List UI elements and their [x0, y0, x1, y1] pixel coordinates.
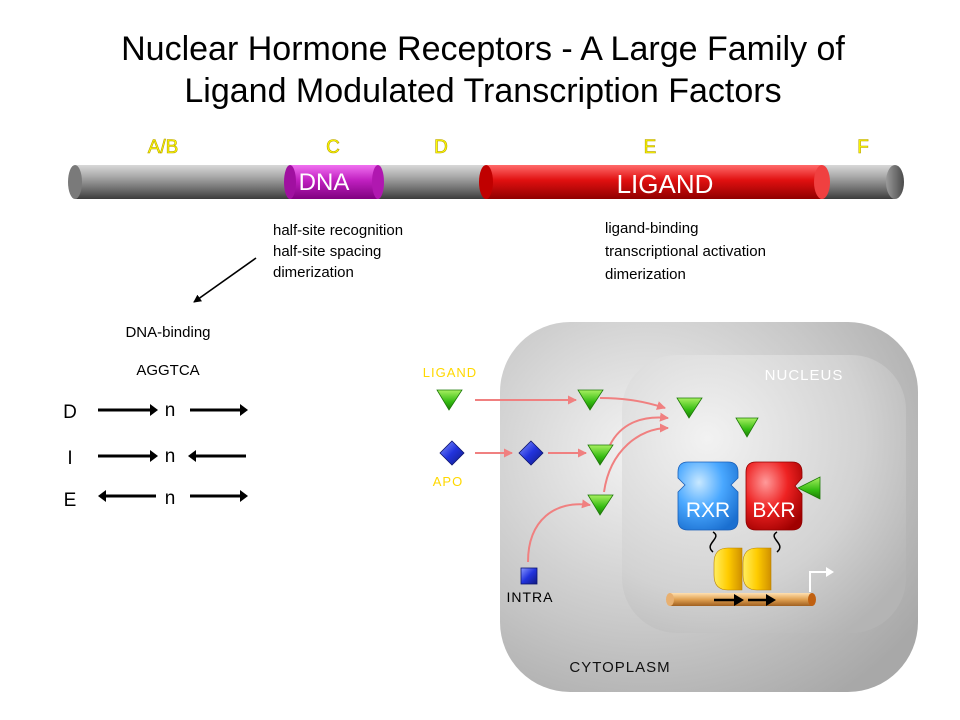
ligand-triangle-icon	[436, 389, 463, 411]
apo-diamond-icon	[518, 440, 544, 466]
rxr-receptor: RXR	[677, 461, 739, 531]
repeat-label: E	[64, 490, 77, 511]
ligand-function-item: ligand-binding	[605, 220, 698, 237]
bxr-linker	[773, 531, 781, 553]
apo-molecules	[439, 440, 544, 466]
dna-binding-heading: DNA-binding	[125, 324, 210, 341]
ligand-triangle-icon	[676, 397, 703, 419]
nuclear-import-arrow	[609, 412, 669, 446]
ligand-triangle-icon	[587, 444, 614, 466]
nuclear-import-arrow	[603, 423, 669, 493]
half-site-arrow-head	[240, 404, 248, 416]
bxr-label: BXR	[752, 499, 795, 522]
half-site-arrow-head	[240, 490, 248, 502]
half-site-arrow-head	[98, 490, 106, 502]
ligand-binding-domain: LIGAND	[479, 165, 830, 199]
pointer-arrow	[193, 257, 257, 303]
half-site-arrow-head	[188, 450, 196, 462]
repeat-label: I	[67, 448, 72, 469]
transport-arrows	[475, 395, 669, 563]
dna-binding-domain: DNA	[284, 165, 384, 199]
spacer-label: n	[165, 400, 176, 421]
domain-label-c: C	[326, 137, 340, 158]
dna-function-item: half-site spacing	[273, 243, 381, 260]
ligand-function-item: dimerization	[605, 266, 686, 283]
domain-label-ab: A/B	[148, 137, 179, 158]
transcription-start-icon	[809, 567, 834, 592]
cytoplasm-label: CYTOPLASM	[569, 659, 670, 676]
spacer-label: n	[165, 488, 176, 509]
consensus-sequence: AGGTCA	[136, 362, 199, 379]
repeat-inverted: I n	[67, 446, 246, 469]
ligand-molecules	[436, 389, 821, 516]
ligand-function-item: transcriptional activation	[605, 243, 766, 260]
title-line-1: Nuclear Hormone Receptors - A Large Fami…	[121, 30, 845, 68]
dna-binding-dimer	[713, 547, 772, 591]
domain-label-e: E	[644, 137, 657, 158]
dna-function-item: half-site recognition	[273, 222, 403, 239]
response-element-arrow-head	[734, 594, 744, 606]
intra-label: INTRA	[507, 589, 554, 605]
spacer-label: n	[165, 446, 176, 467]
nucleus-label: NUCLEUS	[765, 367, 844, 384]
repeat-label: D	[63, 402, 77, 423]
domain-label-d: D	[434, 137, 448, 158]
ligand-function-list: ligand-binding transcriptional activatio…	[605, 220, 766, 283]
bxr-receptor: BXR	[745, 461, 803, 531]
bound-ligand-triangle-icon	[797, 476, 821, 500]
repeat-everted: E n	[64, 488, 248, 511]
intra-binding-arrow	[527, 499, 591, 563]
dna-region-label: DNA	[299, 169, 350, 196]
dna-function-item: dimerization	[273, 264, 354, 281]
half-site-arrow-head	[150, 450, 158, 462]
ligand-region-label: LIGAND	[617, 169, 714, 199]
ligand-legend-label: LIGAND	[423, 365, 477, 380]
domain-label-f: F	[857, 137, 869, 158]
ligand-triangle-icon	[577, 389, 604, 411]
title-line-2: Ligand Modulated Transcription Factors	[184, 72, 781, 110]
ligand-triangle-icon	[587, 494, 614, 516]
repeat-direct: D n	[63, 400, 248, 423]
apo-legend-label: APO	[433, 474, 463, 489]
ligand-triangle-icon	[735, 417, 759, 438]
dna-function-list: half-site recognition half-site spacing …	[273, 222, 403, 281]
response-element-arrow-head	[766, 594, 776, 606]
dna-strand	[666, 593, 816, 606]
nuclear-import-arrow	[599, 397, 666, 410]
half-site-arrow-head	[150, 404, 158, 416]
apo-diamond-icon	[439, 440, 465, 466]
rxr-linker	[709, 531, 717, 553]
intra-square-icon	[520, 567, 538, 585]
rxr-label: RXR	[686, 499, 730, 522]
